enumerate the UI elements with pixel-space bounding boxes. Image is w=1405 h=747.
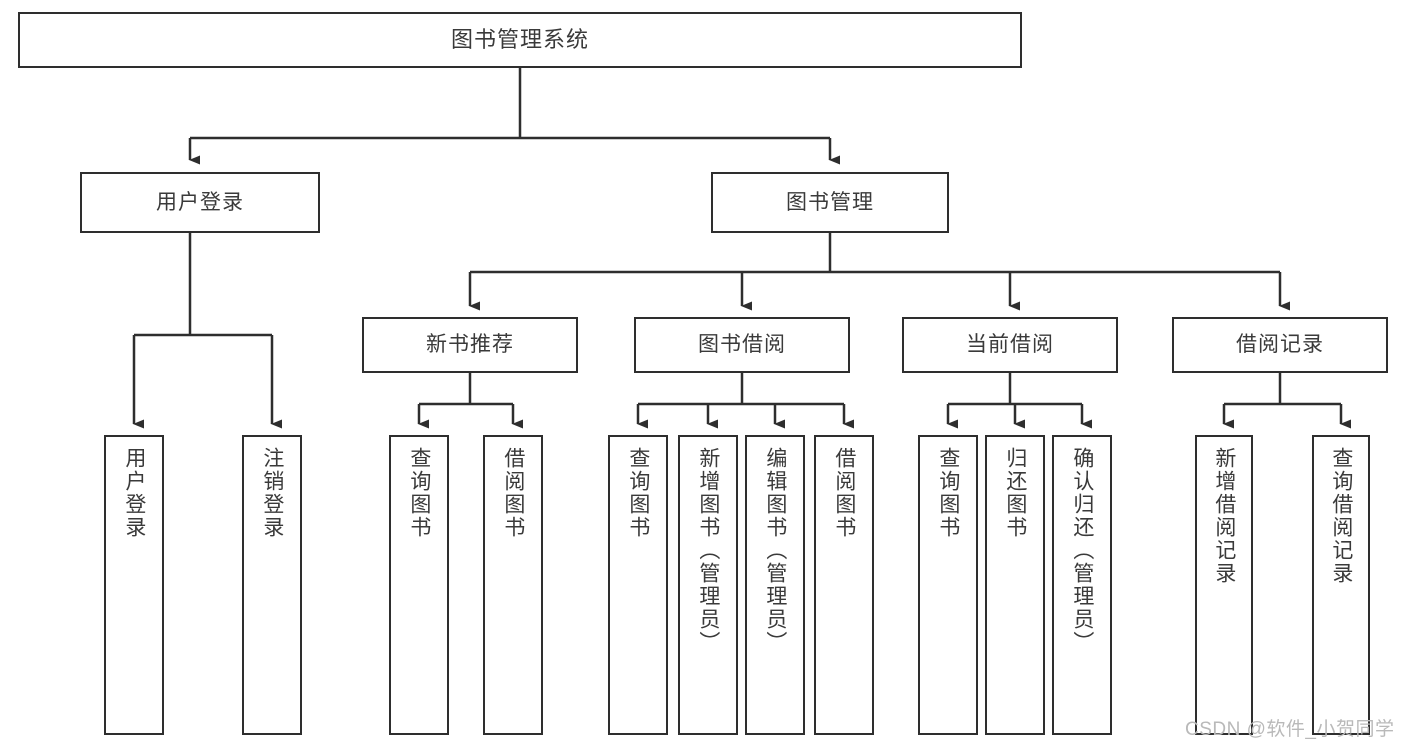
node-user-login[interactable]: 用户登录 <box>80 172 320 233</box>
watermark: CSDN @软件_小贺同学 <box>1185 719 1395 740</box>
node-new-book-recommend[interactable]: 新书推荐 <box>362 317 578 373</box>
node-leaf-edit-book-label: 编辑图书（管理员） <box>763 447 787 654</box>
node-current-borrow-label: 当前借阅 <box>966 333 1054 357</box>
node-borrow-record-label: 借阅记录 <box>1236 333 1324 357</box>
node-leaf-query-book-2[interactable]: 查询图书 <box>608 435 668 735</box>
node-current-borrow[interactable]: 当前借阅 <box>902 317 1118 373</box>
node-leaf-return-book[interactable]: 归还图书 <box>985 435 1045 735</box>
node-leaf-logout[interactable]: 注销登录 <box>242 435 302 735</box>
node-leaf-borrow-book-2[interactable]: 借阅图书 <box>814 435 874 735</box>
node-leaf-edit-book[interactable]: 编辑图书（管理员） <box>745 435 805 735</box>
node-leaf-borrow-book-1[interactable]: 借阅图书 <box>483 435 543 735</box>
node-leaf-borrow-book-1-label: 借阅图书 <box>501 447 525 539</box>
node-leaf-user-login[interactable]: 用户登录 <box>104 435 164 735</box>
node-leaf-add-record-label: 新增借阅记录 <box>1212 447 1236 585</box>
node-book-manage-label: 图书管理 <box>786 190 874 214</box>
node-leaf-add-record[interactable]: 新增借阅记录 <box>1195 435 1253 735</box>
node-leaf-borrow-book-2-label: 借阅图书 <box>832 447 856 539</box>
node-new-book-recommend-label: 新书推荐 <box>426 333 514 357</box>
node-leaf-logout-label: 注销登录 <box>260 447 284 539</box>
node-leaf-add-book[interactable]: 新增图书（管理员） <box>678 435 738 735</box>
node-leaf-query-record-label: 查询借阅记录 <box>1329 447 1353 585</box>
node-borrow-record[interactable]: 借阅记录 <box>1172 317 1388 373</box>
node-leaf-query-record[interactable]: 查询借阅记录 <box>1312 435 1370 735</box>
node-leaf-query-book-1-label: 查询图书 <box>407 447 431 539</box>
node-root-label: 图书管理系统 <box>450 26 589 52</box>
node-leaf-query-book-3-label: 查询图书 <box>936 447 960 539</box>
node-leaf-confirm-return-label: 确认归还（管理员） <box>1070 447 1094 654</box>
node-user-login-label: 用户登录 <box>156 190 244 214</box>
node-leaf-query-book-3[interactable]: 查询图书 <box>918 435 978 735</box>
node-leaf-return-book-label: 归还图书 <box>1003 447 1027 539</box>
node-book-manage[interactable]: 图书管理 <box>711 172 949 233</box>
node-leaf-add-book-label: 新增图书（管理员） <box>696 447 720 654</box>
node-leaf-confirm-return[interactable]: 确认归还（管理员） <box>1052 435 1112 735</box>
node-leaf-user-login-label: 用户登录 <box>122 447 146 539</box>
node-leaf-query-book-2-label: 查询图书 <box>626 447 650 539</box>
node-root[interactable]: 图书管理系统 <box>18 12 1022 68</box>
node-book-borrow[interactable]: 图书借阅 <box>634 317 850 373</box>
node-book-borrow-label: 图书借阅 <box>698 333 786 357</box>
node-leaf-query-book-1[interactable]: 查询图书 <box>389 435 449 735</box>
